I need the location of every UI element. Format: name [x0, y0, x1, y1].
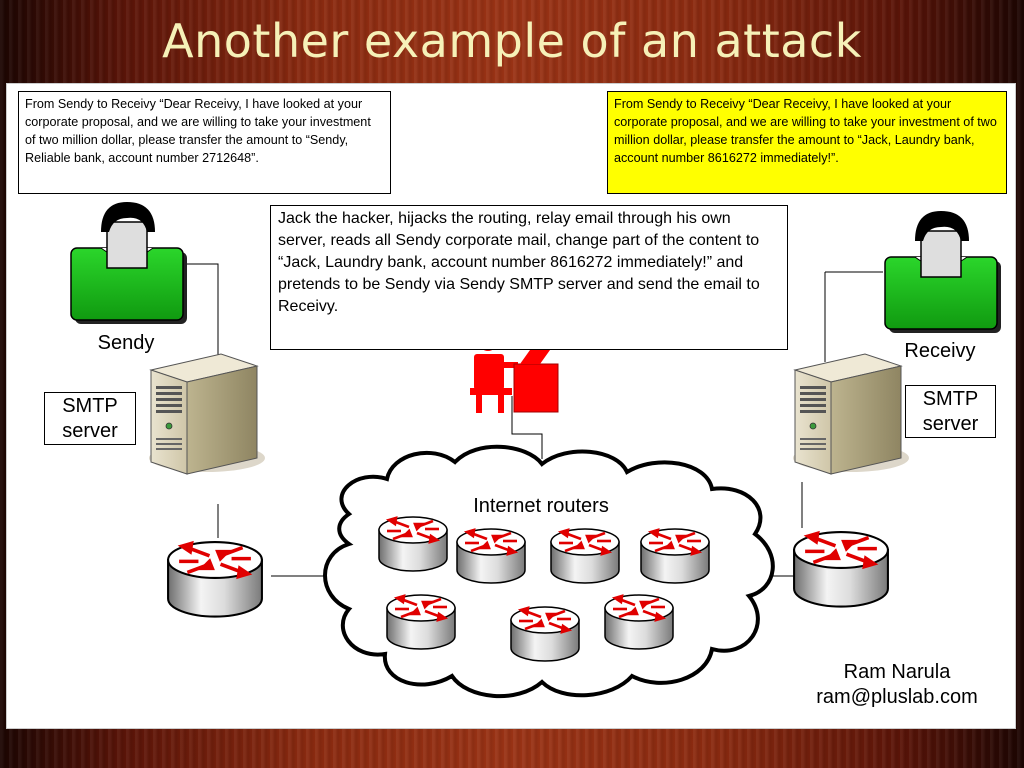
- sendy-router-icon: [166, 540, 264, 619]
- sendy-label: Sendy: [97, 332, 155, 354]
- receivy-person-icon: [884, 210, 1002, 334]
- smtp-label-line: server: [922, 413, 979, 435]
- smtp-label-line: SMTP: [922, 388, 979, 410]
- content-panel: From Sendy to Receivy “Dear Receivy, I h…: [6, 83, 1016, 729]
- cloud-router-icon: [603, 593, 675, 651]
- cloud-router-icon: [377, 515, 449, 573]
- cloud-router-icon: [639, 527, 711, 585]
- cloud-router-icon: [385, 593, 457, 651]
- sendy-person-icon: [70, 201, 188, 325]
- receivy-label: Receivy: [904, 340, 976, 362]
- author-credit: Ram Narula ram@pluslab.com: [793, 660, 1001, 710]
- author-name: Ram Narula: [843, 661, 951, 683]
- receivy-smtp-server-label: SMTP server: [905, 385, 996, 438]
- smtp-label-line: SMTP: [62, 395, 118, 417]
- author-email: ram@pluslab.com: [816, 686, 978, 708]
- cloud-router-icon: [549, 527, 621, 585]
- internet-routers-label: Internet routers: [473, 495, 609, 517]
- sendy-server-icon: [148, 353, 266, 475]
- slide-title: Another example of an attack: [162, 14, 862, 68]
- receivy-server-icon: [792, 353, 910, 475]
- smtp-label-line: server: [62, 420, 118, 442]
- cloud-router-icon: [509, 605, 581, 663]
- tampered-email-box: From Sendy to Receivy “Dear Receivy, I h…: [607, 91, 1007, 194]
- hacker-description-box: Jack the hacker, hijacks the routing, re…: [270, 205, 788, 350]
- cloud-router-icon: [455, 527, 527, 585]
- connection-lines: [181, 263, 883, 577]
- receivy-router-icon: [792, 530, 890, 609]
- original-email-box: From Sendy to Receivy “Dear Receivy, I h…: [18, 91, 391, 194]
- sendy-smtp-server-label: SMTP server: [44, 392, 136, 445]
